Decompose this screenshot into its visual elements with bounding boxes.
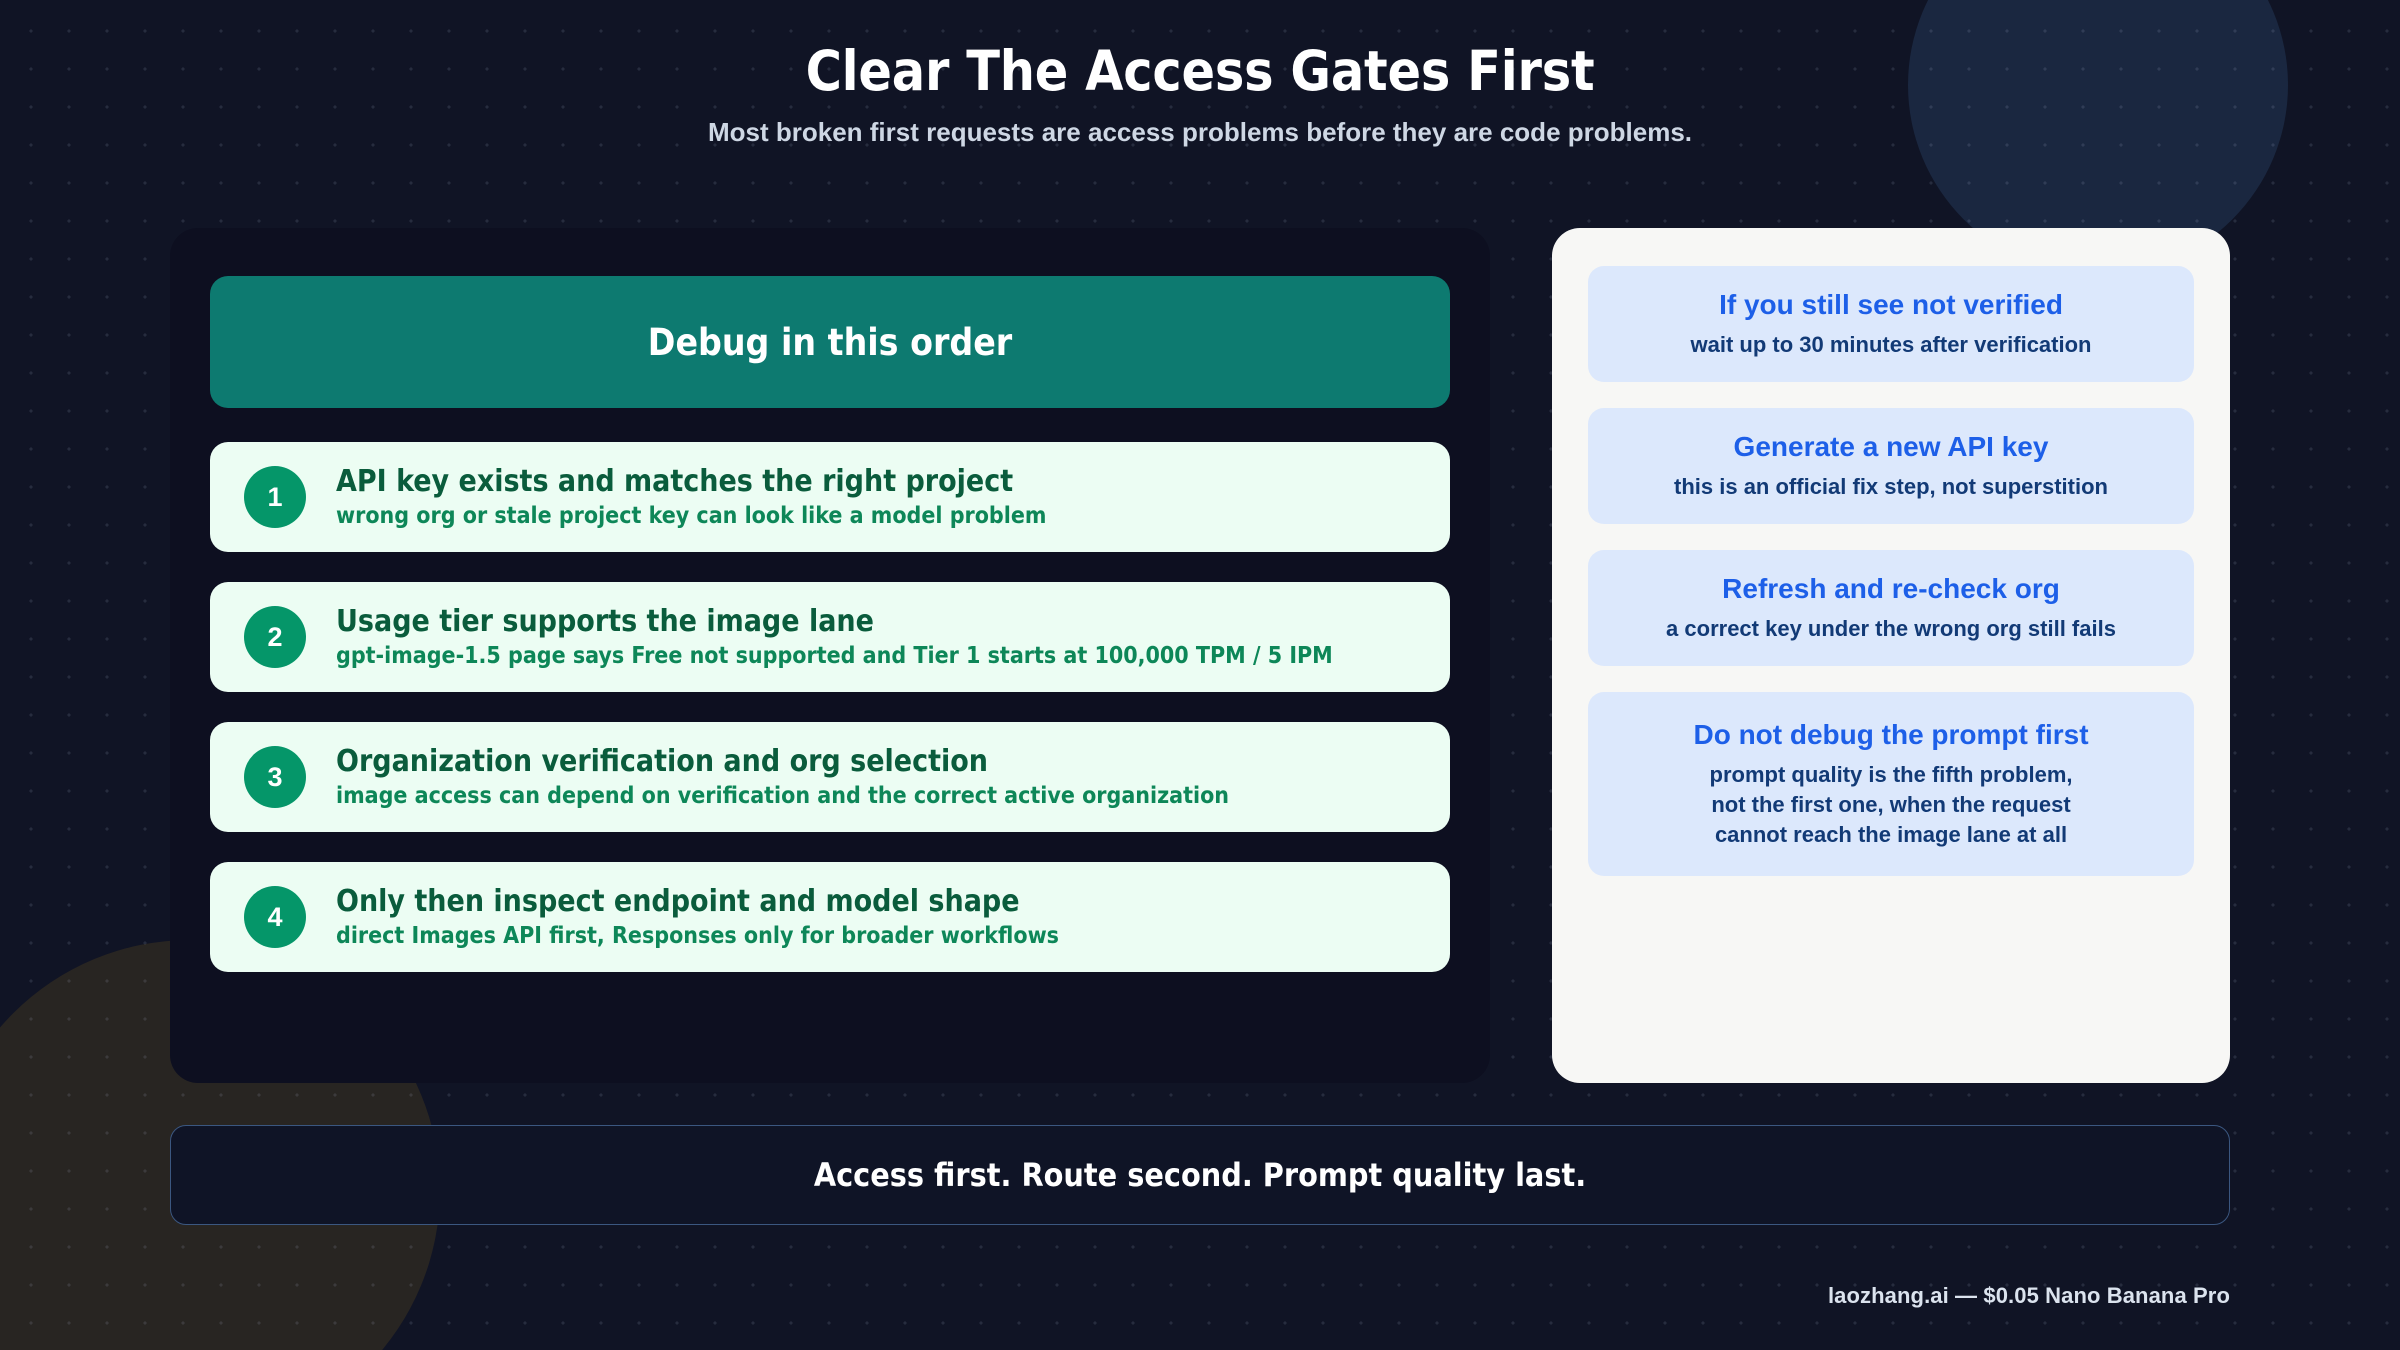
- header: Clear The Access Gates First Most broken…: [0, 0, 2400, 149]
- tip-subtitle: prompt quality is the fifth problem, not…: [1709, 762, 2073, 848]
- debug-order-panel: Debug in this order 1 API key exists and…: [170, 228, 1490, 1083]
- debug-step-item[interactable]: 3 Organization verification and org sele…: [210, 722, 1450, 832]
- step-text-block: Organization verification and org select…: [336, 744, 1229, 811]
- footer-banner-label: Access first. Route second. Prompt quali…: [813, 1156, 1587, 1194]
- step-subtitle: wrong org or stale project key can look …: [336, 502, 1047, 529]
- tip-card[interactable]: Refresh and re-check org a correct key u…: [1588, 550, 2194, 667]
- tips-panel: If you still see not verified wait up to…: [1552, 228, 2230, 1083]
- tip-subtitle: a correct key under the wrong org still …: [1666, 616, 2116, 642]
- debug-step-item[interactable]: 2 Usage tier supports the image lane gpt…: [210, 582, 1450, 692]
- debug-order-header-label: Debug in this order: [647, 320, 1013, 364]
- debug-step-item[interactable]: 1 API key exists and matches the right p…: [210, 442, 1450, 552]
- tip-subtitle: this is an official fix step, not supers…: [1674, 474, 2108, 500]
- step-title: Only then inspect endpoint and model sha…: [336, 883, 1020, 919]
- step-number-badge: 4: [244, 886, 306, 948]
- step-subtitle: gpt-image-1.5 page says Free not support…: [336, 642, 1333, 669]
- page-title: Clear The Access Gates First: [805, 39, 1595, 103]
- tip-title: Refresh and re-check org: [1722, 573, 2060, 605]
- tip-subtitle: wait up to 30 minutes after verification: [1690, 332, 2092, 358]
- tip-title: If you still see not verified: [1719, 289, 2063, 320]
- debug-step-item[interactable]: 4 Only then inspect endpoint and model s…: [210, 862, 1450, 972]
- step-text-block: Usage tier supports the image lane gpt-i…: [336, 604, 1333, 671]
- debug-order-header: Debug in this order: [210, 276, 1450, 408]
- step-title: Usage tier supports the image lane: [336, 603, 874, 639]
- step-title: Organization verification and org select…: [336, 743, 988, 779]
- attribution-text: laozhang.ai — $0.05 Nano Banana Pro: [1827, 1283, 2230, 1308]
- tip-card[interactable]: Generate a new API key this is an offici…: [1588, 408, 2194, 525]
- footer-banner: Access first. Route second. Prompt quali…: [170, 1125, 2230, 1225]
- step-number-badge: 2: [244, 606, 306, 668]
- debug-steps-list: 1 API key exists and matches the right p…: [210, 442, 1450, 972]
- step-text-block: Only then inspect endpoint and model sha…: [336, 884, 1059, 951]
- step-text-block: API key exists and matches the right pro…: [336, 464, 1046, 531]
- step-subtitle: direct Images API first, Responses only …: [336, 922, 1060, 949]
- tip-card[interactable]: If you still see not verified wait up to…: [1588, 266, 2194, 383]
- step-subtitle: image access can depend on verification …: [336, 782, 1230, 809]
- tip-card[interactable]: Do not debug the prompt first prompt qua…: [1588, 692, 2194, 877]
- page-subtitle: Most broken first requests are access pr…: [707, 117, 1692, 148]
- tip-title: Do not debug the prompt first: [1693, 719, 2089, 751]
- step-number-badge: 1: [244, 466, 306, 528]
- tip-title: Generate a new API key: [1733, 431, 2049, 463]
- step-number-badge: 3: [244, 746, 306, 808]
- step-title: API key exists and matches the right pro…: [336, 463, 1014, 499]
